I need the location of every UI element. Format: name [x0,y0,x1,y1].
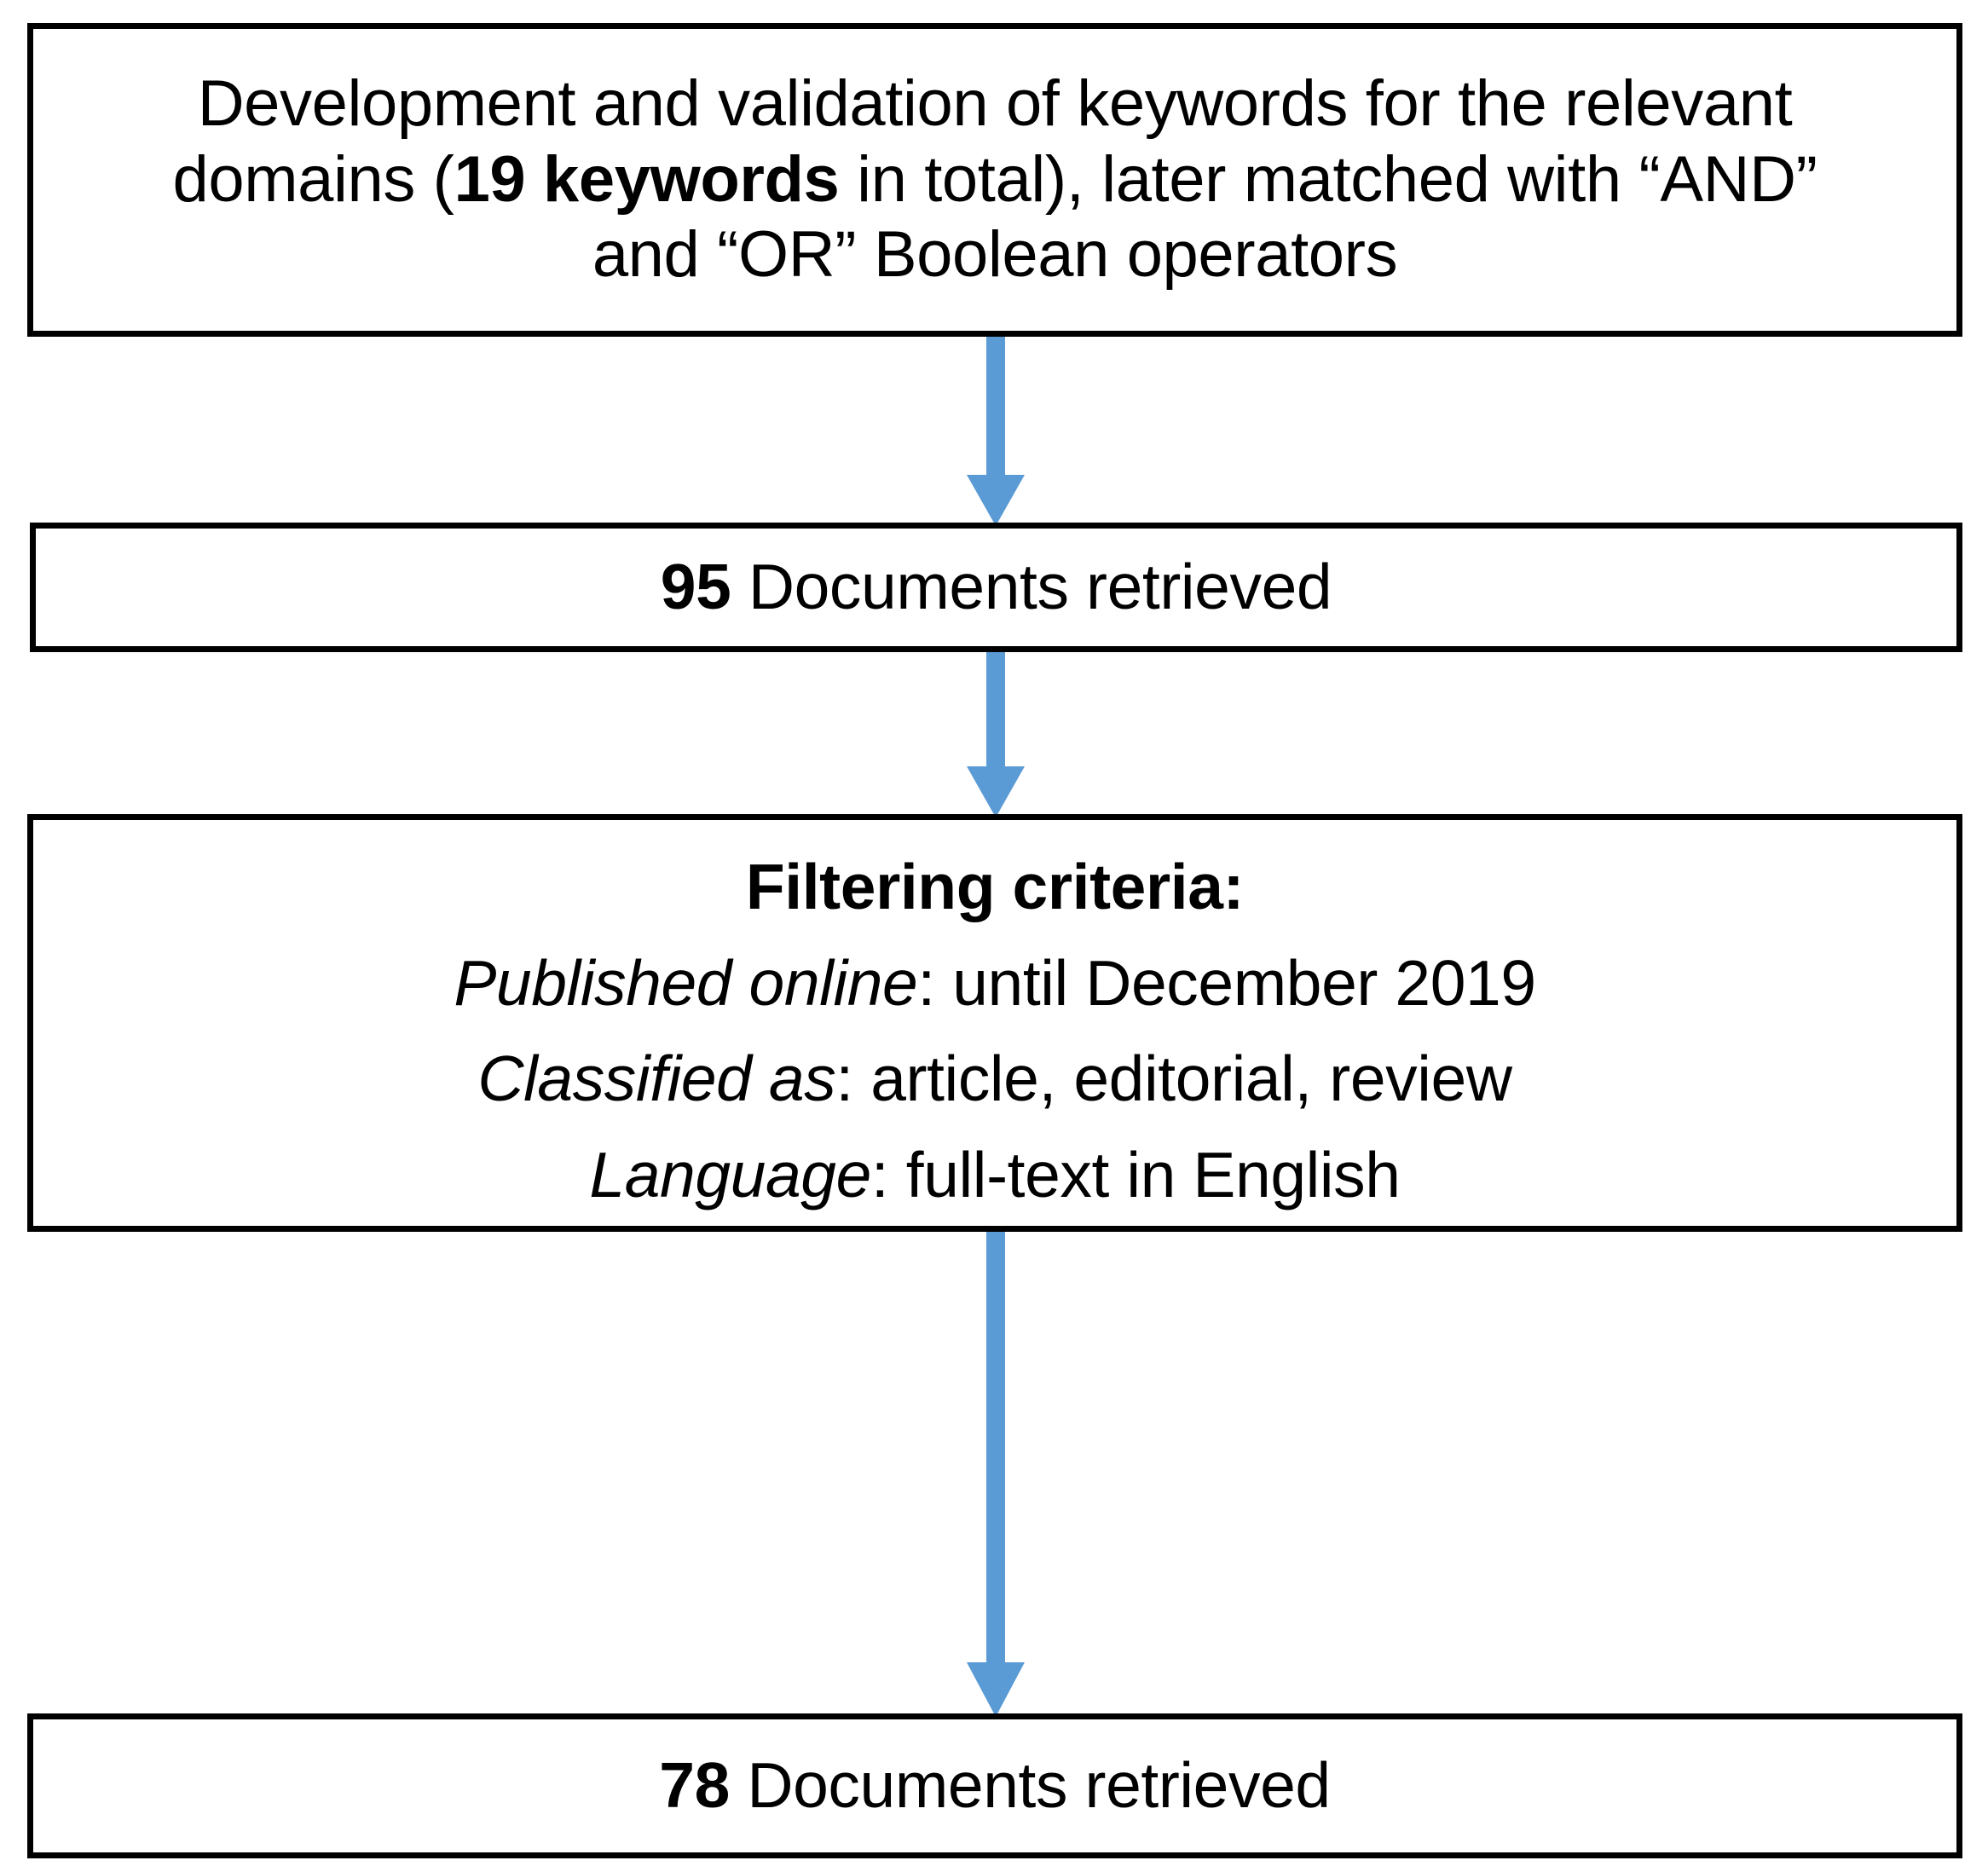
box-filtering-criteria: Filtering criteria: Published online: un… [27,814,1962,1232]
filtering-term-language: Language [589,1138,871,1210]
box-78-line: 78 Documents retrieved [33,1748,1956,1823]
arrow-down-icon-retrieved95-to-filtering [965,652,1026,818]
arrow-down-icon-filtering-to-retrieved78 [965,1232,1026,1717]
box-95-line: 95 Documents retrieved [36,549,1956,625]
box-documents-retrieved-78: 78 Documents retrieved [27,1713,1962,1858]
box-95-count: 95 [660,551,731,623]
box-keyword-line-1: Development and validation of keywords f… [197,66,1793,140]
box-keyword-line-2-prefix: domains ( [172,142,454,216]
filtering-term-classified-as: Classified as [477,1043,836,1114]
box-78-label: Documents retrieved [729,1749,1331,1822]
filtering-criteria-row-classified: Classified as: article, editorial, revie… [33,1031,1956,1127]
filtering-value-language: : full-text in English [870,1138,1401,1210]
filtering-criteria-row-published: Published online: until December 2019 [33,935,1956,1031]
box-keyword-count-emphasis: 19 keywords [454,142,840,216]
box-95-label: Documents retrieved [731,551,1332,623]
filtering-term-published-online: Published online [454,946,918,1019]
box-keyword-line-2-suffix: in total), later matched with “AND” [839,142,1818,216]
filtering-criteria-heading: Filtering criteria: [745,851,1245,922]
box-keyword-line-3: and “OR” Boolean operators [592,218,1398,292]
filtering-value-published-online: : until December 2019 [917,946,1536,1019]
filtering-value-classified-as: : article, editorial, review [835,1043,1512,1114]
box-keyword-line-2: domains (19 keywords in total), later ma… [55,142,1934,218]
box-keyword-development: Development and validation of keywords f… [27,23,1962,337]
filtering-criteria-row-language: Language: full-text in English [33,1127,1956,1223]
box-documents-retrieved-95: 95 Documents retrieved [30,523,1962,652]
box-78-count: 78 [659,1749,730,1822]
arrow-down-icon-keywords-to-retrieved95 [965,337,1026,526]
